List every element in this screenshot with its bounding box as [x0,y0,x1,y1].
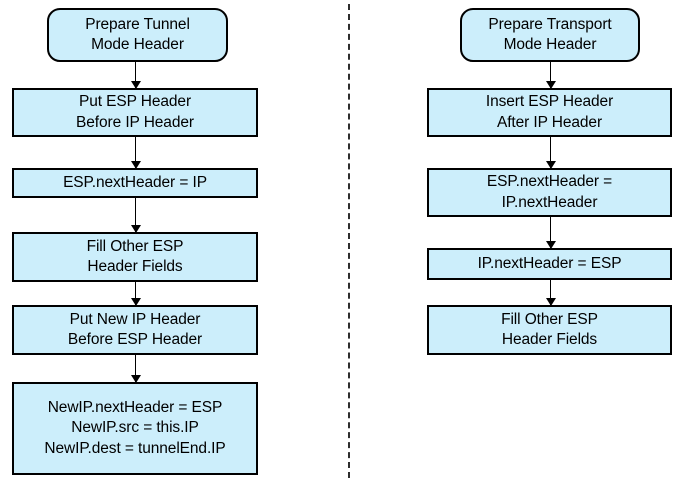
node-tunnel-newip-fields[interactable]: NewIP.nextHeader = ESP NewIP.src = this.… [12,382,258,475]
node-transport-fill-other-esp[interactable]: Fill Other ESP Header Fields [427,305,672,355]
node-tunnel-esp-nextheader[interactable]: ESP.nextHeader = IP [12,168,258,198]
node-tunnel-put-new-ip-header[interactable]: Put New IP Header Before ESP Header [12,305,258,355]
node-transport-ip-nextheader[interactable]: IP.nextHeader = ESP [427,248,672,280]
node-transport-esp-nextheader[interactable]: ESP.nextHeader = IP.nextHeader [427,168,672,217]
node-tunnel-fill-other-esp[interactable]: Fill Other ESP Header Fields [12,232,258,282]
node-tunnel-start[interactable]: Prepare Tunnel Mode Header [47,8,228,62]
node-transport-start[interactable]: Prepare Transport Mode Header [460,8,640,62]
node-transport-insert-esp-header[interactable]: Insert ESP Header After IP Header [427,88,672,137]
column-divider [348,4,350,478]
node-tunnel-put-esp-header[interactable]: Put ESP Header Before IP Header [12,88,258,137]
